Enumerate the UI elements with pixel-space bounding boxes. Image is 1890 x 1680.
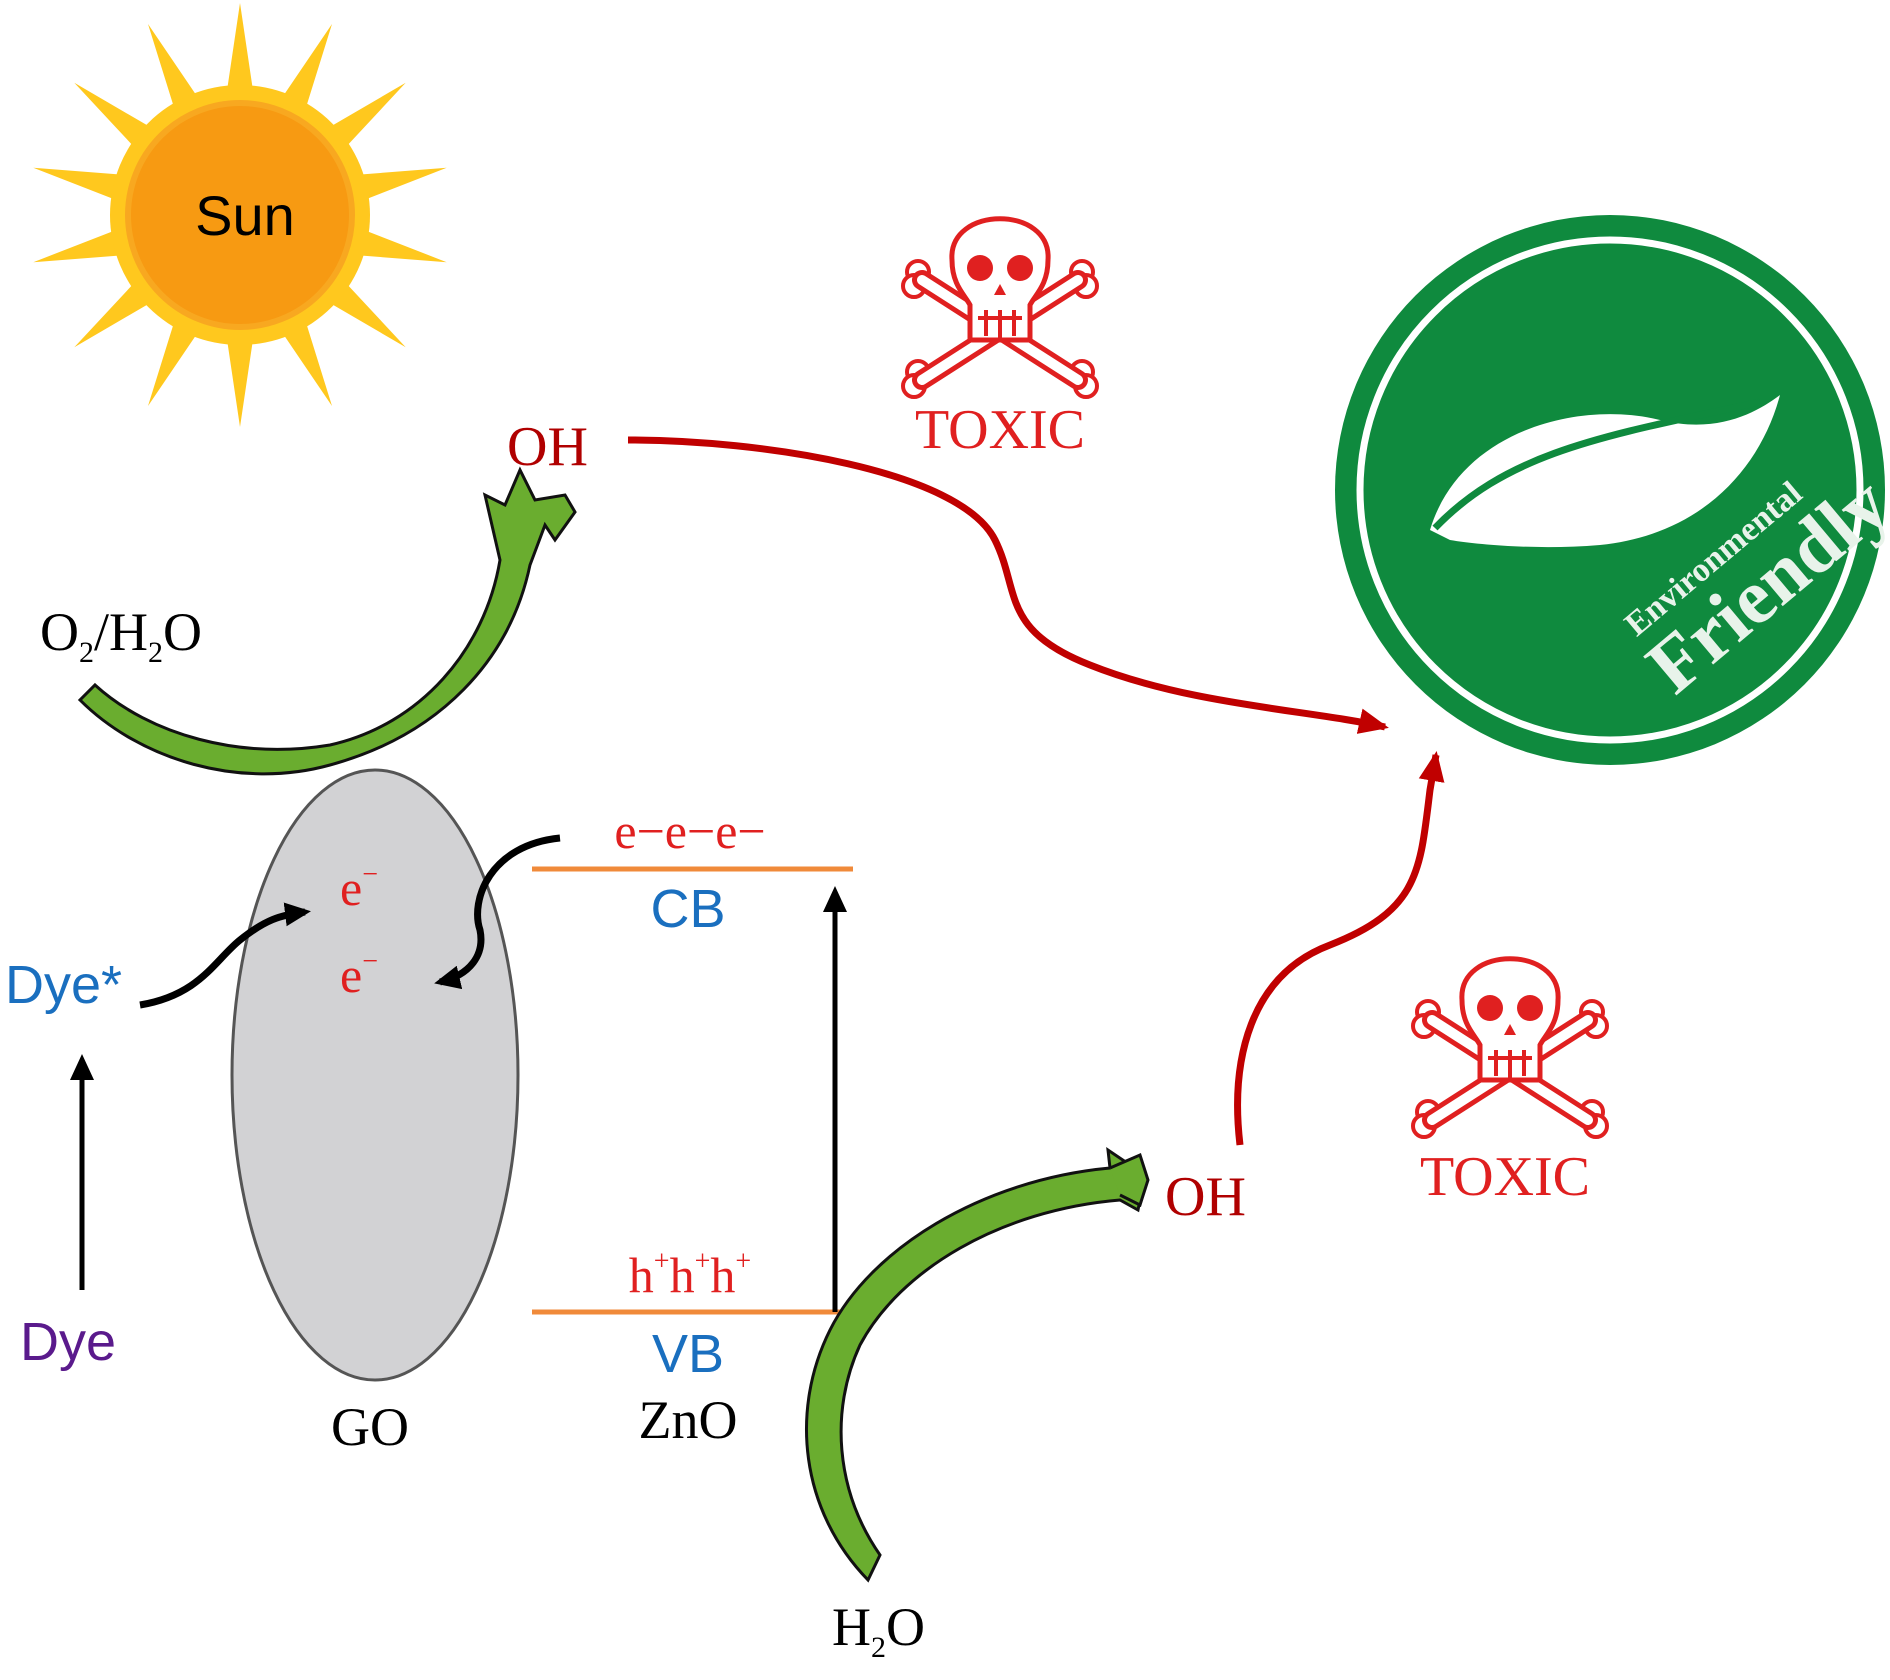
zno-label: ZnO [639,1390,738,1450]
oh-top-label: OH [507,416,588,478]
skull-crossbones-icon [1411,956,1609,1139]
leaf-badge-icon: Environmental Friendly [1335,215,1890,765]
o2-h2o-label: O2/H2O [40,602,202,669]
h2o-bottom-label: H2O [832,1597,925,1664]
skull-eye [1477,995,1503,1021]
skull [949,216,1051,343]
skull-teeth [978,310,1022,338]
cb-label: CB [650,879,725,939]
skull [1459,956,1561,1083]
oh-bottom-to-badge-arrow [1234,751,1445,1146]
green-arrow-bottom [805,1146,1150,1583]
green-arrow-top [77,466,577,776]
oh-top-to-badge-arrow [627,436,1389,734]
dye-star-label: Dye* [5,955,122,1015]
toxic-top-label: TOXIC [915,399,1085,461]
skull-eye [967,255,993,281]
oh-bottom-label: OH [1165,1166,1246,1228]
cb-to-go-arrow [434,834,561,990]
skull-nose [994,284,1006,295]
skull-nose [1504,1024,1516,1035]
dye-label: Dye [20,1312,116,1372]
dye-to-go-arrow [139,902,311,1009]
go-electron-2: e− [340,946,378,1003]
skull-eye [1517,995,1543,1021]
vb-label: VB [652,1324,724,1384]
skull-eye [1007,255,1033,281]
cb-electrons-label: e−e−e− [614,803,765,859]
skull-crossbones-icon [901,216,1099,399]
sun-icon [33,3,447,427]
vb-holes-label: h+h+h+ [629,1246,751,1303]
toxic-bottom-label: TOXIC [1420,1146,1590,1208]
go-electron-1: e− [340,859,378,916]
go-label: GO [331,1397,409,1457]
sun-label: Sun [195,184,295,247]
skull-teeth [1488,1050,1532,1078]
